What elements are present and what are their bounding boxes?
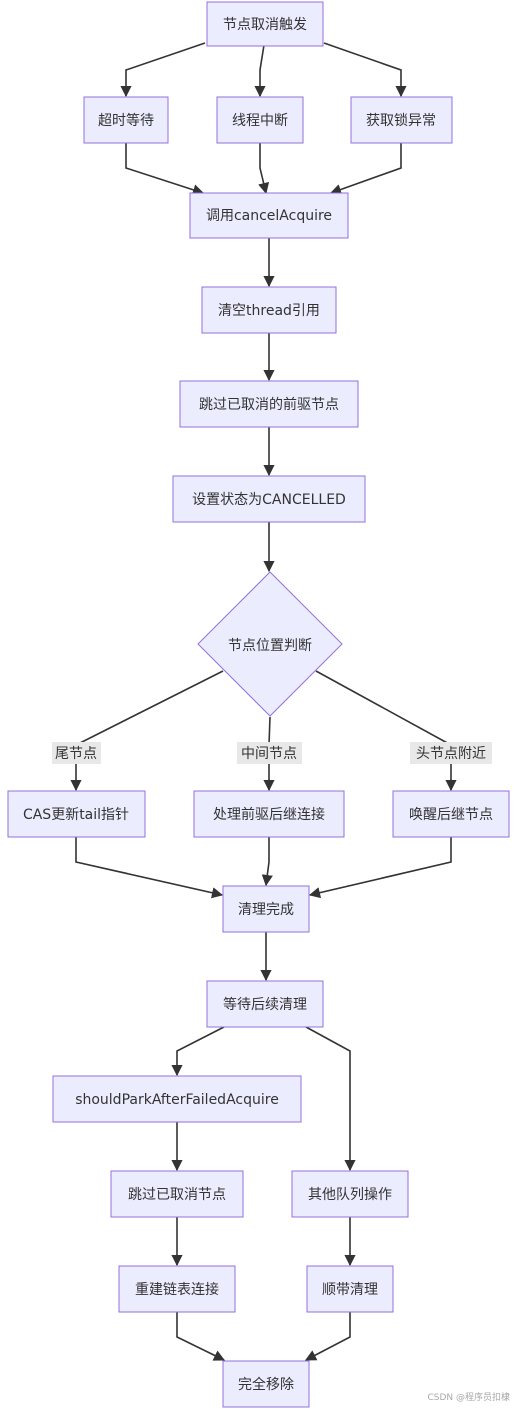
- edge-incidental-removed: [305, 1312, 351, 1361]
- svg-text:shouldParkAfterFailedAcquire: shouldParkAfterFailedAcquire: [75, 1092, 279, 1108]
- svg-text:完全移除: 完全移除: [238, 1376, 294, 1393]
- node-await-cleanup: 等待后续清理: [206, 980, 324, 1028]
- node-interrupt: 线程中断: [216, 96, 304, 144]
- node-clear-thread: 清空thread引用: [201, 286, 337, 334]
- node-cleanup-done: 清理完成: [222, 885, 310, 933]
- node-decision: 节点位置判断: [197, 571, 343, 717]
- node-incidental-clean: 顺带清理: [306, 1265, 394, 1313]
- edge-timeout-call: [125, 143, 205, 196]
- svg-text:处理前驱后继连接: 处理前驱后继连接: [213, 806, 325, 823]
- svg-text:跳过已取消节点: 跳过已取消节点: [128, 1187, 226, 1203]
- edge-acquire-error-call: [329, 143, 402, 195]
- svg-text:超时等待: 超时等待: [98, 112, 154, 129]
- node-link-pred: 处理前驱后继连接: [193, 790, 345, 838]
- node-trigger: 节点取消触发: [206, 1, 324, 47]
- edge-label-middle-bg: [237, 742, 302, 764]
- node-call-cancel: 调用cancelAcquire: [189, 192, 349, 239]
- svg-text:CAS更新tail指针: CAS更新tail指针: [23, 807, 129, 823]
- node-timeout: 超时等待: [83, 96, 169, 144]
- edge-label-tail: 尾节点: [55, 746, 97, 762]
- svg-text:跳过已取消的前驱节点: 跳过已取消的前驱节点: [199, 396, 339, 413]
- node-should-park: shouldParkAfterFailedAcquire: [52, 1075, 302, 1123]
- node-skip-pred: 跳过已取消的前驱节点: [179, 380, 359, 428]
- watermark: CSDN @程序员扣棣: [427, 1391, 510, 1403]
- edge-labels: 尾节点 中间节点 头节点附近: [52, 742, 492, 764]
- edge-trigger-interrupt: [254, 44, 266, 98]
- svg-text:其他队列操作: 其他队列操作: [308, 1187, 392, 1203]
- svg-text:清空thread引用: 清空thread引用: [218, 303, 320, 319]
- svg-text:获取锁异常: 获取锁异常: [366, 113, 436, 129]
- edge-label-near-head: 头节点附近: [416, 746, 486, 762]
- edge-await-other-ops: [305, 1026, 356, 1172]
- edge-trigger-acquire-error: [323, 42, 407, 98]
- edge-decision-head: [315, 670, 457, 792]
- node-wake-succ: 唤醒后继节点: [392, 790, 510, 838]
- svg-text:等待后续清理: 等待后续清理: [223, 996, 307, 1013]
- svg-text:唤醒后继节点: 唤醒后继节点: [409, 806, 493, 823]
- node-skip-cancelled: 跳过已取消节点: [110, 1170, 244, 1218]
- edge-rebuild-removed: [176, 1312, 226, 1361]
- svg-text:重建链表连接: 重建链表连接: [135, 1281, 219, 1298]
- edge-decision-tail: [70, 670, 224, 792]
- edge-await-should-park: [171, 1026, 225, 1077]
- node-set-status: 设置状态为CANCELLED: [172, 475, 366, 523]
- node-cas-tail: CAS更新tail指针: [7, 790, 146, 838]
- svg-text:清理完成: 清理完成: [238, 902, 294, 918]
- svg-text:节点位置判断: 节点位置判断: [228, 638, 312, 654]
- svg-text:调用cancelAcquire: 调用cancelAcquire: [206, 208, 332, 224]
- edge-label-middle: 中间节点: [241, 746, 297, 762]
- edge-label-tail-bg: [52, 742, 101, 764]
- nodes: 节点取消触发 超时等待 线程中断 获取锁异常 调用cancelAcquire 清…: [7, 1, 510, 1408]
- edge-link-done: [261, 837, 273, 887]
- svg-text:节点取消触发: 节点取消触发: [223, 17, 307, 33]
- svg-text:顺带清理: 顺带清理: [322, 1282, 378, 1298]
- edge-cas-done: [75, 837, 224, 899]
- edge-interrupt-call: [258, 143, 270, 195]
- node-removed: 完全移除: [222, 1360, 310, 1408]
- node-rebuild-links: 重建链表连接: [118, 1265, 236, 1313]
- node-other-ops: 其他队列操作: [291, 1170, 409, 1218]
- edge-wake-done: [308, 837, 452, 899]
- svg-text:线程中断: 线程中断: [232, 113, 288, 129]
- edge-trigger-timeout: [120, 42, 206, 98]
- node-acquire-error: 获取锁异常: [350, 96, 453, 144]
- svg-text:设置状态为CANCELLED: 设置状态为CANCELLED: [192, 492, 346, 508]
- edge-label-head-bg: [410, 742, 492, 764]
